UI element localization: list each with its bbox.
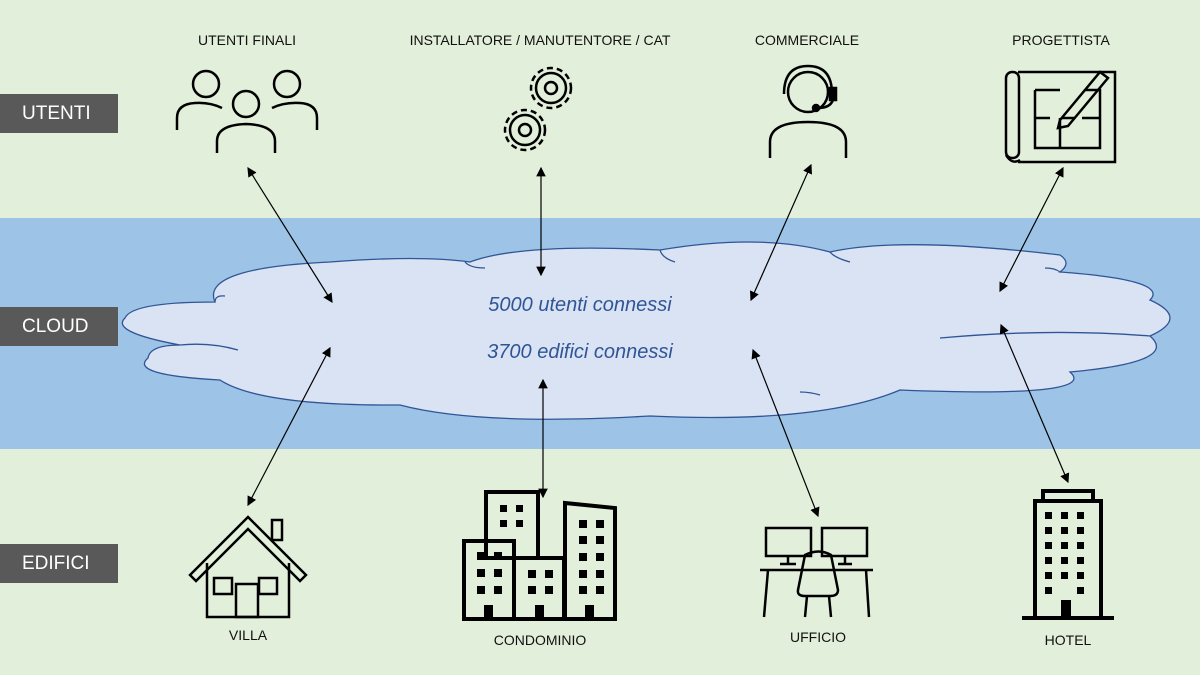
building-label-ufficio: UFFICIO bbox=[790, 629, 846, 645]
tier-label-edifici: EDIFICI bbox=[0, 544, 118, 583]
users-group-icon bbox=[175, 69, 319, 153]
arrow-utenti-finali bbox=[247, 166, 333, 304]
building-label-condominio: CONDOMINIO bbox=[493, 632, 587, 648]
building-label-villa: VILLA bbox=[228, 627, 268, 643]
buildings-connected-stat: 3700 edifici connessi bbox=[487, 341, 673, 363]
user-label-utenti-finali: UTENTI FINALI bbox=[197, 32, 297, 48]
hotel-building-icon bbox=[1022, 489, 1114, 620]
arrow-progettista bbox=[999, 166, 1064, 293]
gears-icon bbox=[503, 66, 573, 152]
blueprint-icon bbox=[1004, 70, 1117, 164]
apartment-buildings-icon bbox=[462, 490, 617, 621]
arrow-commerciale bbox=[750, 163, 812, 302]
arrow-hotel bbox=[999, 323, 1070, 484]
tier-label-cloud: CLOUD bbox=[0, 307, 118, 346]
building-label-hotel: HOTEL bbox=[1044, 632, 1092, 648]
user-label-commerciale: COMMERCIALE bbox=[754, 32, 860, 48]
arrow-villa bbox=[247, 346, 331, 507]
users-connected-stat: 5000 utenti connessi bbox=[488, 294, 672, 316]
house-icon bbox=[188, 515, 308, 619]
arrow-ufficio bbox=[751, 348, 820, 518]
headset-person-icon bbox=[768, 64, 848, 158]
tier-label-utenti: UTENTI bbox=[0, 94, 118, 133]
user-label-installatore: INSTALLATORE / MANUTENTORE / CAT bbox=[409, 32, 671, 48]
office-desk-icon bbox=[760, 526, 873, 618]
connection-arrows bbox=[247, 163, 1070, 518]
user-label-progettista: PROGETTISTA bbox=[1012, 32, 1110, 48]
cloud-shape bbox=[121, 241, 1171, 420]
